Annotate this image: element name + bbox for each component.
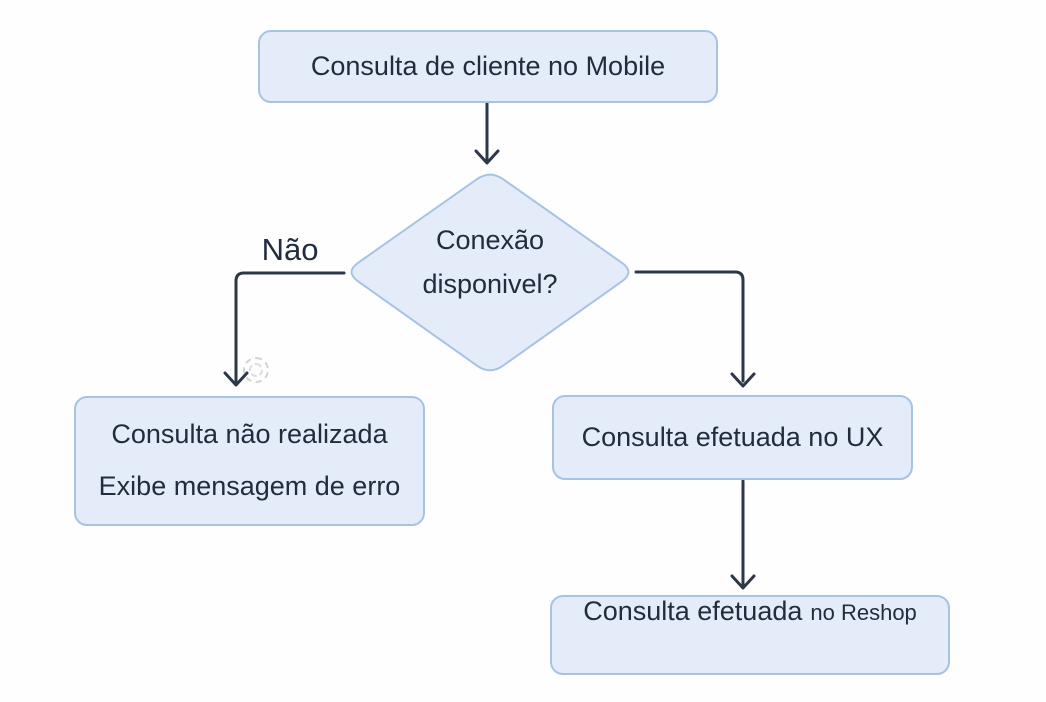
node-reshop-label: Consulta efetuada — [583, 596, 803, 626]
edge-ux-to-reshop — [730, 479, 756, 590]
node-decision-line2: disponivel? — [422, 269, 558, 299]
node-start: Consulta de cliente no Mobile — [258, 30, 718, 103]
node-decision-line1: Conexão — [435, 225, 545, 255]
decision-node-shape — [350, 173, 630, 372]
node-not-done-line1: Consulta não realizada — [111, 419, 388, 450]
node-decision: Conexão disponivel? — [345, 170, 635, 375]
click-indicator-inner-circle — [249, 363, 263, 377]
node-ux: Consulta efetuada no UX — [552, 395, 913, 480]
node-ux-label: Consulta efetuada no UX — [581, 421, 884, 452]
edge-label-nao: Não — [261, 232, 319, 267]
node-start-label: Consulta de cliente no Mobile — [310, 50, 666, 81]
edge-decision-to-notdone — [223, 271, 346, 387]
node-not-done-line2: Exibe mensagem de erro — [98, 471, 401, 501]
node-reshop: Consulta efetuada no Reshop — [550, 595, 950, 675]
node-reshop-label-suffix: no Reshop — [810, 600, 917, 625]
edge-decision-to-ux — [634, 270, 756, 388]
click-indicator-circle — [243, 357, 269, 383]
node-not-done: Consulta não realizada Exibe mensagem de… — [74, 396, 425, 526]
edge-start-to-decision — [474, 101, 500, 165]
